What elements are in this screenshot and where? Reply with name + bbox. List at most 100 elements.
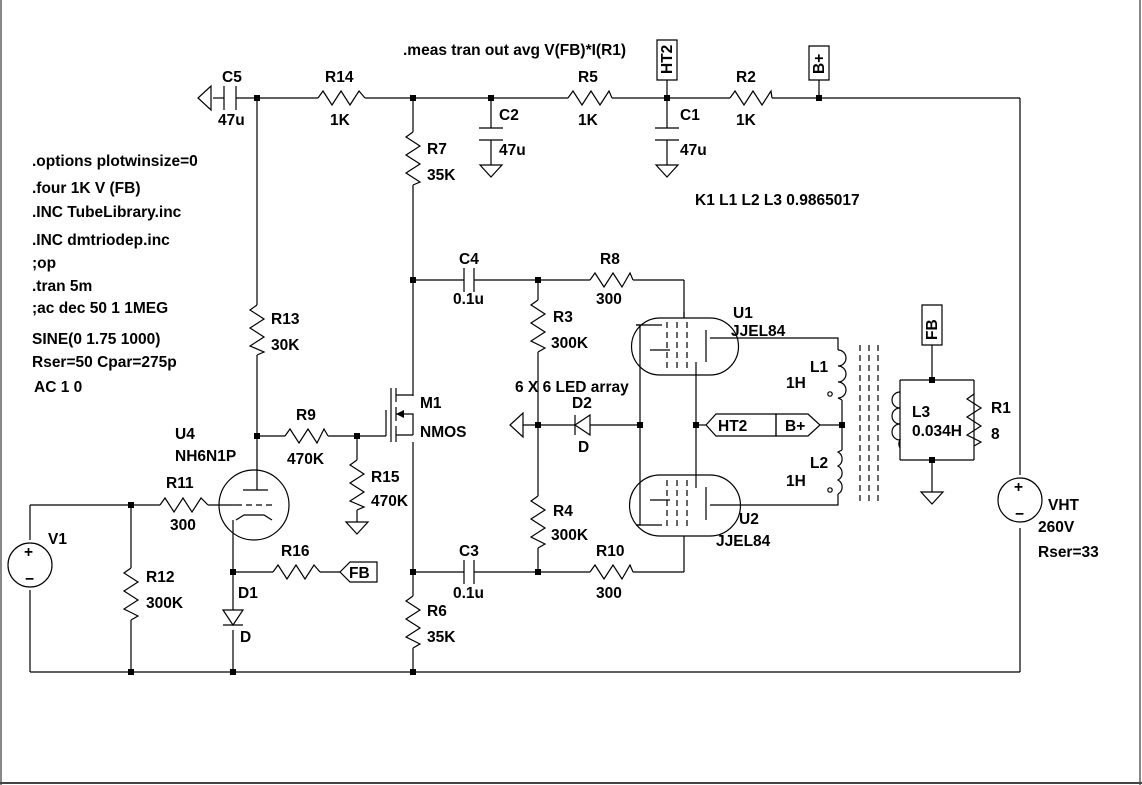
mosfet-m1[interactable] (385, 388, 414, 442)
svg-text:−: − (1015, 506, 1024, 523)
diode-d1[interactable] (221, 597, 245, 627)
capacitor-c1[interactable] (655, 127, 679, 141)
net-flag-ht2-mid[interactable]: HT2 (705, 413, 777, 437)
capacitor-c4[interactable] (463, 268, 475, 292)
resistor-r3[interactable] (529, 299, 547, 353)
v1-sine: SINE(0 1.75 1000) (32, 331, 160, 348)
r15-value: 470K (371, 493, 409, 510)
net-label-text: FB (924, 319, 941, 340)
c5-name: C5 (222, 69, 242, 86)
net-flag-fb-bottom[interactable]: FB (339, 561, 378, 583)
d1-model: D (240, 629, 251, 646)
tube-u2[interactable] (628, 474, 742, 537)
r2-name: R2 (736, 69, 756, 86)
resistor-r13[interactable] (248, 304, 266, 356)
r5-value: 1K (578, 112, 599, 129)
svg-text:−: − (25, 571, 34, 588)
l3-name: L3 (912, 404, 930, 421)
net-flag-ht2-top[interactable]: HT2 (656, 39, 678, 81)
net-label-text: B+ (811, 54, 828, 74)
spice-directives[interactable]: .meas tran out avg V(FB)*I(R1) .options … (32, 42, 860, 396)
capacitor-c3[interactable] (463, 560, 475, 584)
resistor-r11[interactable] (159, 496, 209, 514)
resistor-r4[interactable] (529, 495, 547, 549)
vht-name: VHT (1048, 497, 1080, 514)
r12-value: 300K (146, 595, 184, 612)
c3-name: C3 (459, 543, 479, 560)
resistor-r1[interactable] (965, 393, 983, 447)
capacitor-c2[interactable] (479, 127, 503, 141)
tube-u1[interactable] (630, 312, 740, 376)
c1-name: C1 (680, 107, 700, 124)
resistor-r6[interactable] (404, 595, 422, 649)
directive-inc-tube: .INC TubeLibrary.inc (32, 204, 182, 221)
r15-name: R15 (371, 469, 400, 486)
u2-model: JJEL84 (716, 533, 771, 550)
svg-text:+: + (1014, 479, 1023, 496)
d1-name: D1 (238, 585, 258, 602)
r11-value: 300 (170, 517, 196, 534)
capacitor-c5[interactable] (223, 86, 237, 110)
inductor-l2[interactable] (827, 449, 843, 495)
u1-model: JJEL84 (731, 323, 786, 340)
r10-name: R10 (596, 543, 624, 560)
c2-name: C2 (499, 107, 519, 124)
net-flag-fb-top[interactable]: FB (921, 304, 943, 346)
component-labels: C5 47u R14 1K C2 47u R5 1K C1 47u R2 1K … (48, 69, 1099, 646)
diode-d2[interactable] (573, 413, 591, 437)
directive-four: .four 1K V (FB) (32, 180, 141, 197)
resistor-r5[interactable] (567, 89, 613, 107)
svg-text:+: + (24, 544, 33, 561)
directive-inc-dmt: .INC dmtriodep.inc (32, 232, 170, 249)
d2-model: D (578, 439, 589, 456)
c1-value: 47u (680, 142, 707, 159)
source-v1[interactable]: + − (7, 542, 53, 588)
junctions (128, 95, 935, 675)
net-flag-bplus-mid[interactable]: B+ (775, 413, 821, 437)
c4-name: C4 (459, 251, 479, 268)
u4-name: U4 (175, 426, 195, 443)
resistor-r10[interactable] (589, 563, 634, 581)
inductor-l1[interactable] (827, 349, 847, 401)
tube-u4[interactable] (218, 469, 290, 541)
inductor-l3[interactable] (891, 391, 902, 449)
resistor-r7[interactable] (404, 131, 422, 186)
resistor-r14[interactable] (317, 89, 366, 107)
r5-name: R5 (578, 69, 598, 86)
source-vht[interactable]: + − (997, 477, 1043, 523)
r4-value: 300K (551, 527, 589, 544)
r1-value: 8 (991, 426, 1000, 443)
resistor-r8[interactable] (589, 271, 634, 289)
r7-value: 35K (427, 167, 456, 184)
r7-name: R7 (427, 141, 447, 158)
c2-value: 47u (499, 142, 526, 159)
resistor-r16[interactable] (272, 563, 321, 581)
directive-options: .options plotwinsize=0 (32, 153, 198, 170)
resistor-r12[interactable] (122, 567, 140, 621)
d2-name: D2 (572, 395, 592, 412)
c3-value: 0.1u (453, 585, 484, 602)
r4-name: R4 (553, 503, 573, 520)
resistor-r15[interactable] (348, 459, 366, 511)
directive-op: ;op (32, 255, 56, 272)
directive-coupling: K1 L1 L2 L3 0.9865017 (695, 192, 860, 209)
l1-value: 1H (786, 375, 806, 392)
r8-name: R8 (600, 251, 620, 268)
c5-value: 47u (218, 112, 245, 129)
r9-name: R9 (296, 407, 316, 424)
net-flag-bplus-top[interactable]: B+ (808, 45, 830, 81)
resistor-r9[interactable] (284, 427, 329, 445)
net-label-text: FB (349, 565, 370, 582)
r8-value: 300 (596, 291, 622, 308)
directive-meas: .meas tran out avg V(FB)*I(R1) (403, 42, 626, 59)
r14-name: R14 (325, 69, 354, 86)
vht-value: 260V (1038, 519, 1075, 536)
m1-model: NMOS (420, 424, 467, 441)
directive-tran: .tran 5m (32, 278, 92, 295)
r6-name: R6 (427, 603, 447, 620)
r11-name: R11 (166, 475, 194, 492)
vht-rser: Rser=33 (1038, 544, 1099, 561)
resistor-r2[interactable] (729, 89, 773, 107)
r14-value: 1K (330, 112, 351, 129)
